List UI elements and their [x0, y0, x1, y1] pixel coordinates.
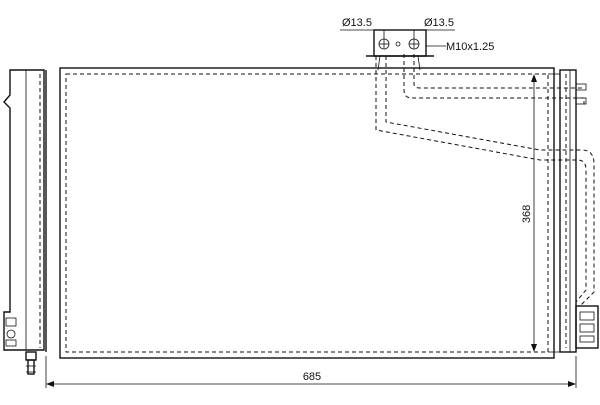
port-left-icon: [378, 38, 390, 50]
port-right-icon: [408, 38, 420, 50]
left-header-tank: [3, 69, 47, 375]
condenser-core: [59, 67, 555, 359]
height-label: 368: [521, 205, 533, 223]
receiver-bracket: [575, 305, 599, 349]
width-label: 685: [303, 371, 321, 383]
drain-plug-icon: [5, 317, 17, 347]
right-port-label: Ø13.5: [424, 17, 454, 29]
fitting-annotations: Ø13.5 Ø13.5 M10x1.25: [340, 17, 494, 53]
bottom-nozzle: [25, 351, 37, 375]
right-header-tank: [559, 69, 599, 353]
top-right-bracket: [575, 83, 587, 105]
upper-pipe: [403, 54, 585, 104]
thread-label: M10x1.25: [446, 41, 494, 53]
lower-pipe: [375, 56, 595, 307]
width-dimension: 685: [45, 356, 577, 388]
height-dimension: 368: [521, 73, 560, 353]
connection-block: [366, 29, 434, 71]
left-port-label: Ø13.5: [342, 17, 372, 29]
